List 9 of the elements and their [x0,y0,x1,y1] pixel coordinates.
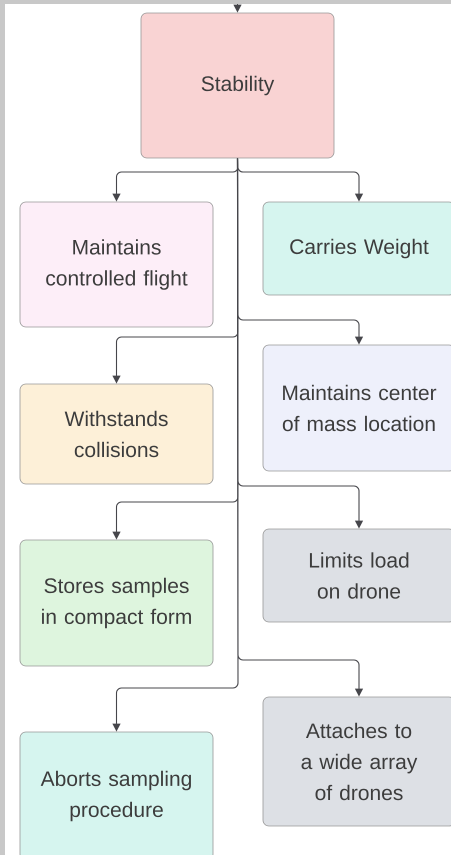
process-box: Carries Weight [262,202,451,296]
process-box: Withstands collisions [20,384,214,484]
process-box: Maintains controlled flight [20,202,214,328]
process-box: Attaches to a wide array of drones [262,696,451,826]
process-box: Stores samples in compact form [20,540,214,666]
process-box: Limits load on drone [262,528,451,622]
process-box: Aborts sampling procedure [20,732,214,855]
process-box: Maintains center of mass location [262,344,451,472]
process-box: Stability [140,12,334,158]
